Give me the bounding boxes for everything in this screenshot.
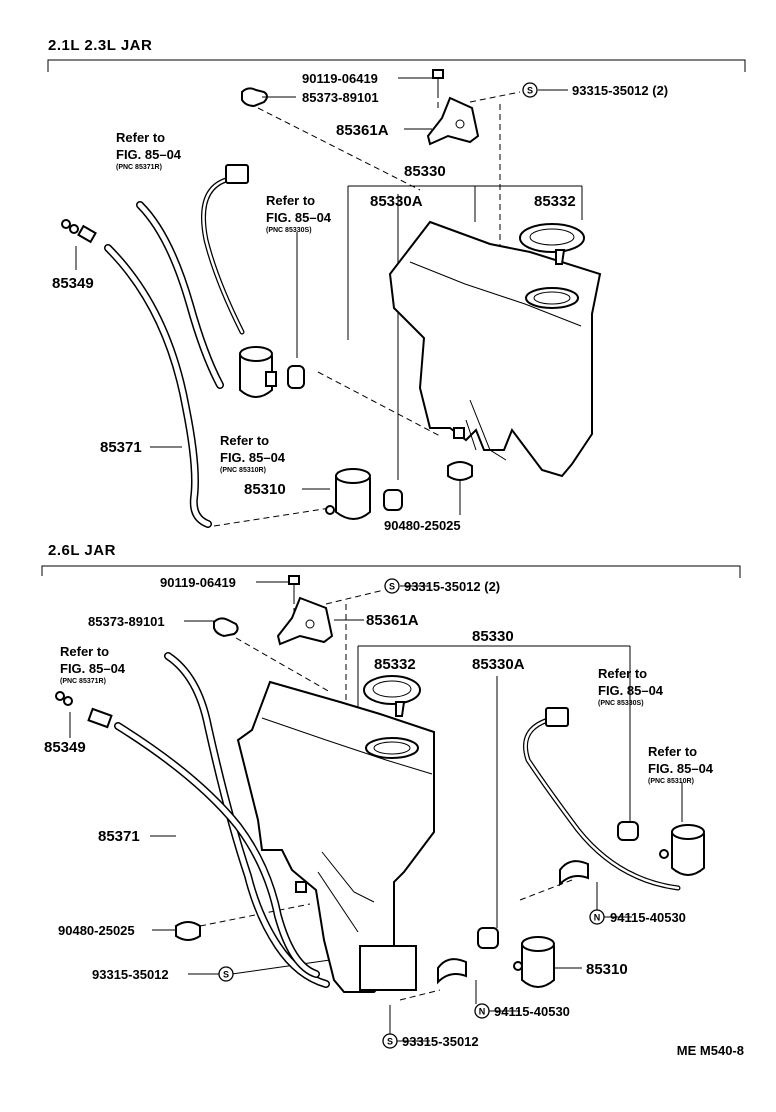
svg-text:FIG. 85–04: FIG. 85–04 <box>598 683 664 698</box>
svg-text:N: N <box>479 1007 486 1017</box>
svg-text:(PNC 85310R): (PNC 85310R) <box>220 467 266 474</box>
nozzle-top <box>61 219 97 244</box>
label-85361a: 85361A <box>336 122 389 139</box>
svg-text:N: N <box>594 913 601 923</box>
clip-part <box>241 87 421 191</box>
svg-text:Refer to: Refer to <box>266 193 315 208</box>
svg-text:Refer to: Refer to <box>116 130 165 145</box>
label-93315: 93315-35012 (2) <box>572 83 668 98</box>
label-85349-bottom: 85349 <box>44 739 86 756</box>
label-85330-bottom: 85330 <box>472 628 514 645</box>
bottom-section: S N S N S 90119-06419 93315-35012 (2) 85… <box>41 565 741 1049</box>
svg-text:(PNC 85371R): (PNC 85371R) <box>116 164 162 171</box>
svg-text:S: S <box>389 582 395 592</box>
label-94115-lower: 94115-40530 <box>494 1004 570 1019</box>
grommet-top <box>447 461 473 481</box>
clamp-lower <box>437 958 467 985</box>
s-symbol-top: S <box>522 82 538 98</box>
top-section: S 90119-06419 85373-89101 93315-35012 (2… <box>47 59 746 533</box>
svg-text:Refer to: Refer to <box>220 433 269 448</box>
s-symbol-bottom-2: S <box>218 966 234 982</box>
section-title-top: 2.1L 2.3L JAR <box>48 37 153 54</box>
label-85330a-bottom: 85330A <box>472 656 525 673</box>
washer-tank-bottom <box>236 680 435 993</box>
section-title-bottom: 2.6L JAR <box>48 542 116 559</box>
label-85310-bottom: 85310 <box>586 961 628 978</box>
svg-text:Refer to: Refer to <box>648 744 697 759</box>
clip-part-bottom <box>213 617 331 693</box>
svg-text:FIG. 85–04: FIG. 85–04 <box>116 147 182 162</box>
label-93315-left: 93315-35012 <box>92 967 169 982</box>
label-85373: 85373-89101 <box>302 90 379 105</box>
bracket-part-bottom <box>276 589 385 712</box>
svg-text:FIG. 85–04: FIG. 85–04 <box>266 210 332 225</box>
label-85330: 85330 <box>404 163 446 180</box>
label-90119-bottom: 90119-06419 <box>160 575 236 590</box>
grommet-bottom <box>175 921 201 941</box>
n-symbol-bottom-2: N <box>474 1003 490 1019</box>
bracket-part <box>426 91 521 262</box>
pump-bottom <box>477 927 555 988</box>
washer-tank-top <box>388 220 602 478</box>
label-85332: 85332 <box>534 193 576 210</box>
svg-text:(PNC 85371R): (PNC 85371R) <box>60 678 106 685</box>
wire-top <box>201 164 249 335</box>
label-85373-bottom: 85373-89101 <box>88 614 165 629</box>
svg-text:S: S <box>387 1037 393 1047</box>
refer-note-bottom-3: Refer to FIG. 85–04 (PNC 85310R) <box>648 744 714 785</box>
tank-cap-top <box>519 223 585 265</box>
bolt-part-bottom <box>288 575 300 612</box>
label-85332-bottom: 85332 <box>374 656 416 673</box>
wire-bottom <box>523 707 681 891</box>
svg-text:(PNC 85330S): (PNC 85330S) <box>266 227 312 234</box>
svg-text:(PNC 85330S): (PNC 85330S) <box>598 700 644 707</box>
figure-code: ME M540-8 <box>676 1043 744 1058</box>
pump-top-lower <box>325 468 403 520</box>
svg-text:S: S <box>527 86 533 96</box>
s-symbol-bottom-1: S <box>384 578 400 594</box>
label-85361a-bottom: 85361A <box>366 612 419 629</box>
refer-note-top-3: Refer to FIG. 85–04 (PNC 85310R) <box>220 433 286 474</box>
refer-note-top-1: Refer to FIG. 85–04 (PNC 85371R) <box>116 130 182 171</box>
label-90119: 90119-06419 <box>302 71 378 86</box>
svg-text:(PNC 85310R): (PNC 85310R) <box>648 778 694 785</box>
bolt-part <box>432 69 444 110</box>
svg-text:Refer to: Refer to <box>60 644 109 659</box>
label-90480: 90480-25025 <box>384 518 461 533</box>
s-symbol-bottom-3: S <box>382 1033 398 1049</box>
clamp-upper <box>559 860 589 887</box>
label-93315-2-bottom: 93315-35012 (2) <box>404 579 500 594</box>
refer-note-top-2: Refer to FIG. 85–04 (PNC 85330S) <box>266 193 332 234</box>
svg-text:FIG. 85–04: FIG. 85–04 <box>648 761 714 776</box>
label-93315-lower: 93315-35012 <box>402 1034 479 1049</box>
refer-note-bottom-2: Refer to FIG. 85–04 (PNC 85330S) <box>598 666 664 707</box>
n-symbol-bottom-1: N <box>589 909 605 925</box>
tank-cap-bottom <box>363 675 421 717</box>
svg-text:FIG. 85–04: FIG. 85–04 <box>220 450 286 465</box>
svg-text:FIG. 85–04: FIG. 85–04 <box>60 661 126 676</box>
label-85349: 85349 <box>52 275 94 292</box>
refer-note-bottom-1: Refer to FIG. 85–04 (PNC 85371R) <box>60 644 126 685</box>
pump-bottom-right <box>617 821 705 876</box>
pump-top-upper <box>239 346 441 437</box>
label-85310: 85310 <box>244 481 286 498</box>
label-85371-bottom: 85371 <box>98 828 140 845</box>
label-85371: 85371 <box>100 439 142 456</box>
svg-text:S: S <box>223 970 229 980</box>
hose-top <box>104 201 331 528</box>
nozzle-bottom <box>55 691 113 729</box>
label-90480-bottom: 90480-25025 <box>58 923 135 938</box>
hose-bottom <box>114 652 330 988</box>
label-94115-upper: 94115-40530 <box>610 910 686 925</box>
label-85330a: 85330A <box>370 193 423 210</box>
svg-text:Refer to: Refer to <box>598 666 647 681</box>
